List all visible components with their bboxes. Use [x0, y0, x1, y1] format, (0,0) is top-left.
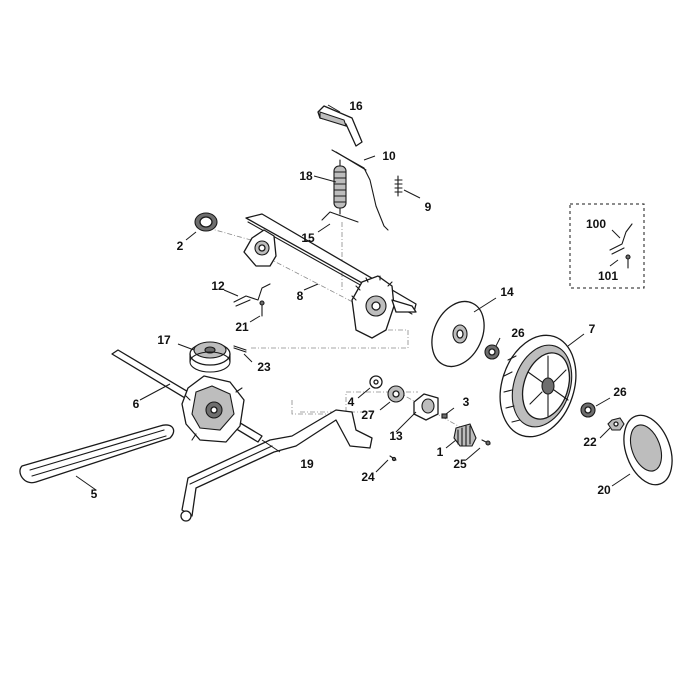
part-26-washer-a [484, 344, 500, 360]
part-10-rod [331, 149, 389, 231]
callout-numbers: 16 10 18 9 2 15 100 101 12 8 14 21 26 7 … [91, 99, 627, 501]
callout-10: 10 [382, 149, 396, 163]
callout-14: 14 [500, 285, 514, 299]
part-27-bearing [387, 385, 405, 403]
callout-8: 8 [297, 289, 304, 303]
callout-19: 19 [300, 457, 314, 471]
callout-16: 16 [349, 99, 363, 113]
callout-4: 4 [348, 395, 355, 409]
callout-15: 15 [301, 231, 315, 245]
part-26-washer-b [580, 402, 596, 418]
callout-1: 1 [437, 445, 444, 459]
part-4-washer [369, 375, 383, 389]
part-19-bracket [180, 409, 373, 522]
callout-24: 24 [361, 470, 375, 484]
callout-13: 13 [389, 429, 403, 443]
callout-100: 100 [586, 217, 606, 231]
part-18-spring [333, 159, 347, 215]
part-2-bushing [194, 212, 218, 232]
part-5-belt [19, 424, 175, 484]
callout-26-upper: 26 [511, 326, 525, 340]
inset-100-101 [569, 203, 645, 289]
part-6-gearbox [111, 349, 263, 443]
callout-25: 25 [453, 457, 467, 471]
callout-17: 17 [157, 333, 171, 347]
callout-26-lower: 26 [613, 385, 627, 399]
callout-2: 2 [177, 239, 184, 253]
part-3-key [441, 413, 448, 419]
part-21-screw [259, 300, 265, 317]
leader-lines [75, 104, 631, 491]
callout-12: 12 [211, 279, 225, 293]
part-12-clip [233, 283, 271, 307]
part-13-clutch [413, 393, 439, 421]
callout-3: 3 [463, 395, 470, 409]
callout-20: 20 [597, 483, 611, 497]
part-15-link [321, 211, 359, 223]
part-25-screw [481, 439, 491, 446]
part-17-pulley [189, 341, 231, 373]
part-20-hub-cap [623, 414, 673, 486]
callout-21: 21 [235, 320, 249, 334]
callout-27: 27 [361, 408, 375, 422]
part-23-pin [233, 345, 247, 353]
callout-7: 7 [589, 322, 596, 336]
callout-22: 22 [583, 435, 597, 449]
part-24-pin [389, 455, 397, 462]
part-16-lever [317, 105, 363, 147]
callout-101: 101 [598, 269, 618, 283]
callout-23: 23 [257, 360, 271, 374]
callout-5: 5 [91, 487, 98, 501]
part-1-pinion [453, 423, 477, 447]
callout-18: 18 [299, 169, 313, 183]
part-7-wheel [499, 334, 577, 438]
part-14-hub-disc [431, 300, 485, 368]
right-gear-bracket [351, 275, 417, 339]
left-gear-bracket [243, 229, 277, 267]
callout-9: 9 [425, 200, 432, 214]
part-9-spring [394, 175, 403, 197]
part-22-nut [607, 417, 625, 431]
callout-6: 6 [133, 397, 140, 411]
